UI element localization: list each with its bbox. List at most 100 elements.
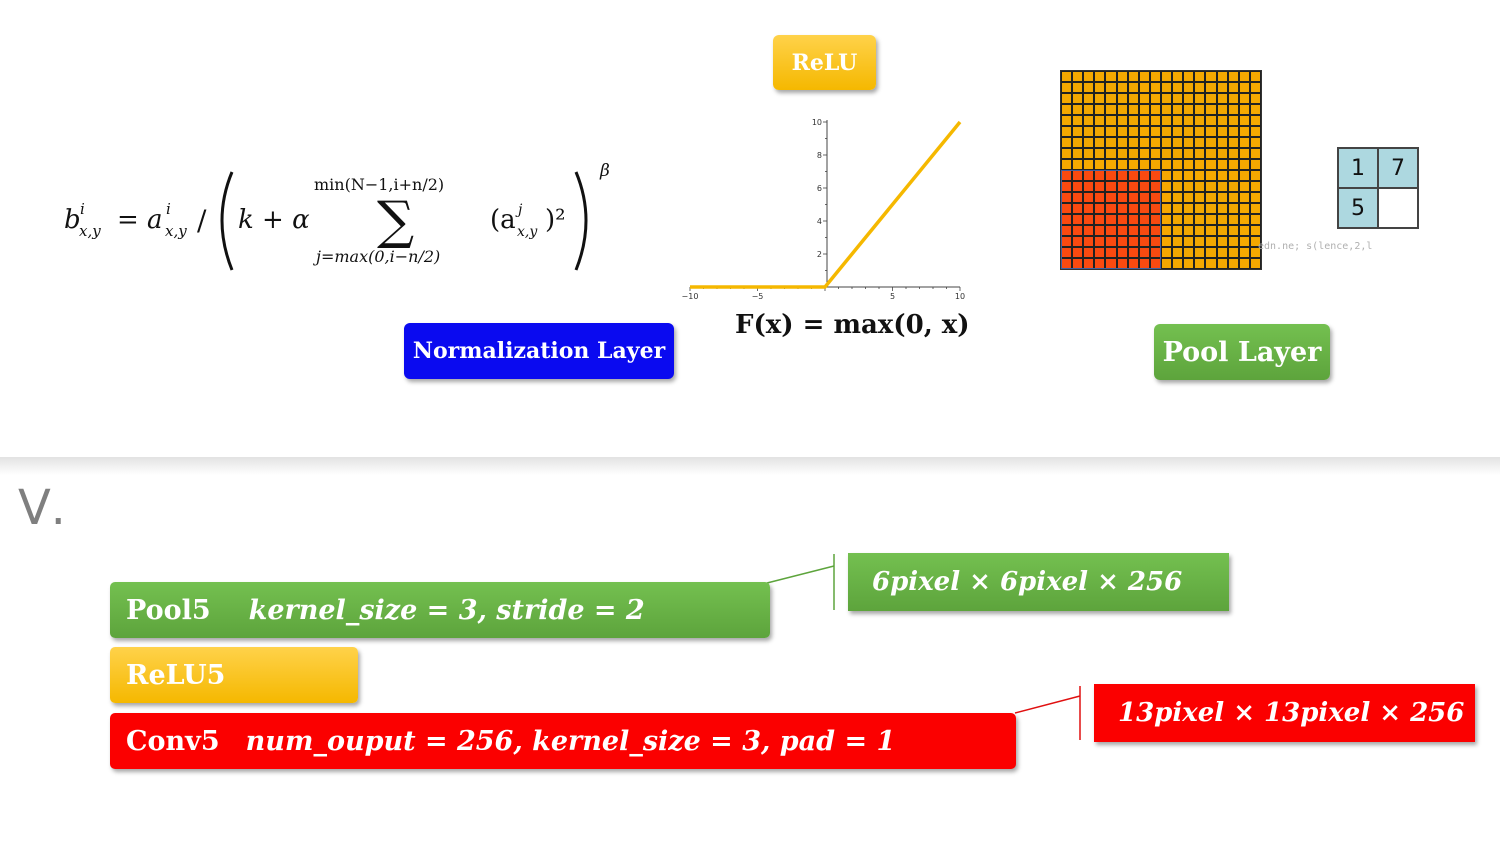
pool-grid-cell bbox=[1239, 105, 1249, 114]
pool-grid-cell bbox=[1062, 215, 1072, 224]
pool-grid-cell bbox=[1117, 204, 1127, 213]
pool-grid-cell bbox=[1095, 248, 1105, 257]
relu-badge: ReLU bbox=[773, 35, 876, 90]
pool-grid-cell bbox=[1084, 160, 1094, 169]
pool-grid-cell bbox=[1206, 204, 1216, 213]
pool-grid-cell bbox=[1073, 116, 1083, 125]
pool-grid-cell bbox=[1073, 72, 1083, 81]
pool-grid-cell bbox=[1084, 149, 1094, 158]
pool-grid-cell bbox=[1250, 226, 1260, 235]
pool-grid-cell bbox=[1162, 94, 1172, 103]
matrix-cell: 1 bbox=[1337, 147, 1379, 189]
pool-grid-cell bbox=[1117, 105, 1127, 114]
y-tick-label: 8 bbox=[817, 151, 822, 160]
pool-grid-cell bbox=[1239, 160, 1249, 169]
pool-grid-cell bbox=[1162, 116, 1172, 125]
pool-grid-cell bbox=[1173, 193, 1183, 202]
pool-grid-cell bbox=[1150, 193, 1160, 202]
pool-grid-cell bbox=[1117, 160, 1127, 169]
pool-grid-cell bbox=[1128, 72, 1138, 81]
pool-grid-cell bbox=[1095, 215, 1105, 224]
pool-grid-cell bbox=[1106, 237, 1116, 246]
pool-grid-cell bbox=[1184, 94, 1194, 103]
pool-grid-cell bbox=[1217, 149, 1227, 158]
pool-grid-cell bbox=[1195, 138, 1205, 147]
pool-grid-cell bbox=[1062, 116, 1072, 125]
pool-grid-cell bbox=[1150, 116, 1160, 125]
pool-grid-cell bbox=[1206, 248, 1216, 257]
matrix-cell: 5 bbox=[1337, 187, 1379, 229]
pool-grid-cell bbox=[1195, 171, 1205, 180]
pool-grid-cell bbox=[1250, 160, 1260, 169]
pool-grid-cell bbox=[1073, 259, 1083, 268]
pool-grid-cell bbox=[1184, 237, 1194, 246]
pool-grid-cell bbox=[1084, 237, 1094, 246]
pool-grid-cell bbox=[1117, 94, 1127, 103]
lrn-formula: b i x,y = a i x,y / k + α min(N−1,i+n/2)… bbox=[64, 161, 610, 271]
pool-grid-cell bbox=[1195, 127, 1205, 136]
conv5-params: num_ouput = 256, kernel_size = 3, pad = … bbox=[245, 725, 896, 757]
relu5-name: ReLU5 bbox=[126, 659, 226, 691]
pool-grid-cell bbox=[1106, 105, 1116, 114]
pool-grid-cell bbox=[1106, 127, 1116, 136]
pool-output-matrix: 1 7 5 bbox=[1337, 147, 1419, 229]
matrix-cell: 7 bbox=[1377, 147, 1419, 189]
pool-grid-cell bbox=[1117, 215, 1127, 224]
pool-grid-cell bbox=[1150, 248, 1160, 257]
pool-grid-cell bbox=[1184, 259, 1194, 268]
pool-grid-cell bbox=[1128, 127, 1138, 136]
pool-grid-cell bbox=[1095, 160, 1105, 169]
pool-grid-cell bbox=[1217, 94, 1227, 103]
pool-grid-cell bbox=[1150, 127, 1160, 136]
pool-grid-cell bbox=[1117, 248, 1127, 257]
pool-grid-cell bbox=[1095, 116, 1105, 125]
pool-grid-cell bbox=[1106, 215, 1116, 224]
pool-grid-cell bbox=[1117, 171, 1127, 180]
pool-grid-cell bbox=[1173, 83, 1183, 92]
pool-grid-cell bbox=[1184, 138, 1194, 147]
pool-grid-cell bbox=[1139, 160, 1149, 169]
x-tick-label: 10 bbox=[955, 292, 965, 301]
pool-grid-cell bbox=[1084, 226, 1094, 235]
pool-grid-cell bbox=[1206, 72, 1216, 81]
normalization-badge-label: Normalization Layer bbox=[412, 338, 666, 364]
pool-grid-cell bbox=[1239, 149, 1249, 158]
pool-grid-cell bbox=[1206, 127, 1216, 136]
pool-grid-cell bbox=[1217, 204, 1227, 213]
pool-grid-cell bbox=[1250, 204, 1260, 213]
pool-grid-cell bbox=[1062, 138, 1072, 147]
pool-grid-cell bbox=[1117, 138, 1127, 147]
pool-grid-cell bbox=[1128, 149, 1138, 158]
pool-grid-cell bbox=[1084, 116, 1094, 125]
pool-grid-cell bbox=[1184, 160, 1194, 169]
pool-grid-cell bbox=[1195, 182, 1205, 191]
pool-grid-cell bbox=[1139, 105, 1149, 114]
pool-grid-cell bbox=[1217, 72, 1227, 81]
pool-grid-cell bbox=[1128, 237, 1138, 246]
pool-grid-cell bbox=[1150, 105, 1160, 114]
pool-grid-cell bbox=[1139, 94, 1149, 103]
pool-grid-cell bbox=[1195, 160, 1205, 169]
pool-grid-cell bbox=[1173, 127, 1183, 136]
pool-grid-cell bbox=[1106, 204, 1116, 213]
pool-grid-cell bbox=[1062, 226, 1072, 235]
pool-grid-cell bbox=[1228, 215, 1238, 224]
pool-grid-cell bbox=[1250, 127, 1260, 136]
pool-grid-cell bbox=[1073, 237, 1083, 246]
pool-grid-cell bbox=[1228, 105, 1238, 114]
pool-grid-cell bbox=[1195, 83, 1205, 92]
pool-grid-cell bbox=[1217, 83, 1227, 92]
matrix-cell bbox=[1377, 187, 1419, 229]
pool-grid-cell bbox=[1195, 193, 1205, 202]
relu5-layer: ReLU5 bbox=[110, 647, 358, 703]
pool-grid-cell bbox=[1162, 248, 1172, 257]
pool-grid-cell bbox=[1239, 83, 1249, 92]
pool-grid-cell bbox=[1139, 248, 1149, 257]
pool-grid-cell bbox=[1106, 138, 1116, 147]
pool-grid-cell bbox=[1095, 105, 1105, 114]
pool-grid-cell bbox=[1184, 149, 1194, 158]
pool-grid-cell bbox=[1128, 138, 1138, 147]
pool-grid-cell bbox=[1128, 160, 1138, 169]
pool-grid-cell bbox=[1239, 94, 1249, 103]
pool-grid-cell bbox=[1062, 72, 1072, 81]
